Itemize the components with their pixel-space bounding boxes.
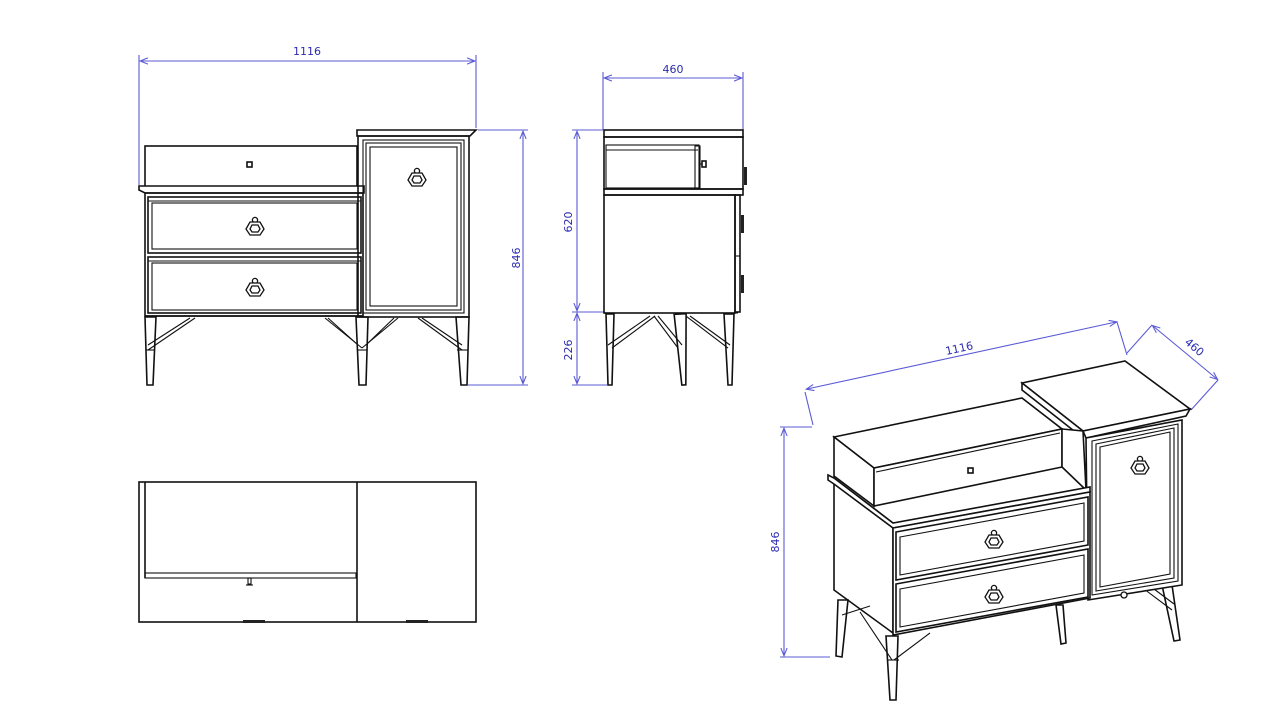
side-body-height-label: 620 bbox=[562, 212, 575, 233]
iso-height-dimension: 846 bbox=[769, 426, 830, 658]
square-knob-icon bbox=[246, 161, 253, 168]
front-legs bbox=[144, 316, 470, 386]
hex-knob-icon bbox=[407, 167, 427, 187]
front-drawer-1 bbox=[147, 196, 362, 254]
square-knob-icon bbox=[967, 467, 974, 474]
hex-knob-icon bbox=[245, 277, 265, 297]
front-width-label: 1116 bbox=[293, 45, 321, 58]
iso-height-label: 846 bbox=[769, 532, 782, 553]
side-height-dimensions: 620 226 bbox=[562, 129, 607, 386]
iso-drawer-1 bbox=[895, 496, 1089, 581]
front-height-dimension: 846 bbox=[468, 129, 528, 386]
iso-depth-label: 460 bbox=[1182, 336, 1206, 359]
front-width-dimension: 1116 bbox=[138, 45, 477, 185]
front-view: 1116 846 bbox=[138, 45, 528, 386]
top-view bbox=[138, 481, 477, 623]
iso-width-label: 1116 bbox=[944, 339, 974, 358]
isometric-view: 1116 460 846 bbox=[769, 322, 1218, 701]
hex-knob-icon bbox=[245, 216, 265, 236]
side-view: 460 620 226 bbox=[562, 63, 747, 386]
iso-drawer-2 bbox=[895, 548, 1089, 633]
side-depth-label: 460 bbox=[663, 63, 684, 76]
front-height-label: 846 bbox=[510, 248, 523, 269]
side-depth-dimension: 460 bbox=[602, 63, 744, 130]
front-ledge bbox=[138, 185, 365, 194]
side-leg-height-label: 226 bbox=[562, 340, 575, 361]
front-left-carcass bbox=[144, 192, 364, 317]
iso-width-dimension: 1116 bbox=[804, 322, 1128, 426]
front-drawer-2 bbox=[147, 256, 362, 314]
front-tall-door bbox=[356, 129, 478, 318]
